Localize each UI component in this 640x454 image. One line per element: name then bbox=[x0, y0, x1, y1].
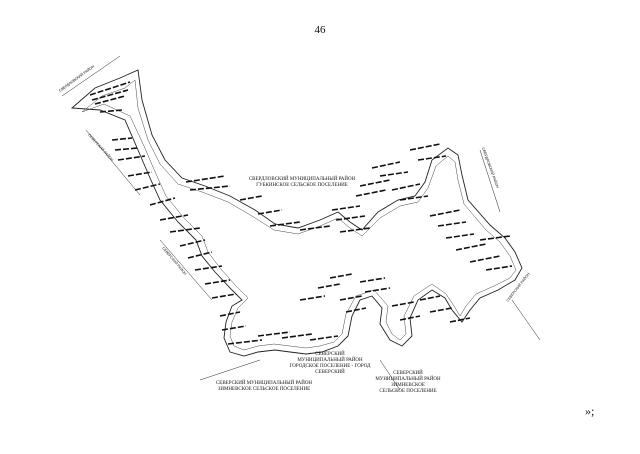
label-bottom-right-line1: СЕВЕРСКИЙ bbox=[393, 370, 423, 376]
label-town-line1: СЕВЕРСКИЙ bbox=[315, 351, 345, 357]
boundary-line bbox=[70, 69, 523, 357]
label-bottom-right-line3: ЗИМНЕВСКОЕ bbox=[391, 383, 425, 388]
label-gubkinsky-line1: СВЕРДЛОВСКИЙ МУНИЦИПАЛЬНЫЙ РАЙОН bbox=[249, 176, 356, 182]
label-bottom-right-line4: СЕЛЬСКОЕ ПОСЕЛЕНИЕ bbox=[379, 389, 436, 394]
footer-mark: »; bbox=[585, 404, 595, 418]
svg-text:СЕВЕРСКИЙ РАЙОН: СЕВЕРСКИЙ РАЙОН bbox=[506, 272, 531, 303]
label-bottom-left: СЕВЕРСКИЙ МУНИЦИПАЛЬНЫЙ РАЙОН ЗИМНЕВСКОЕ… bbox=[216, 380, 312, 392]
label-town-line2: МУНИЦИПАЛЬНЫЙ РАЙОН bbox=[297, 357, 363, 363]
svg-text:СЕВЕРСКИЙ РАЙОН: СЕВЕРСКИЙ РАЙОН bbox=[161, 246, 187, 276]
label-bottom-left-line2: ЗИМНЕВСКОЕ СЕЛЬСКОЕ ПОСЕЛЕНИЕ bbox=[218, 387, 310, 392]
label-bottom-left-line1: СЕВЕРСКИЙ МУНИЦИПАЛЬНЫЙ РАЙОН bbox=[216, 380, 312, 386]
label-bottom-right-line2: МУНИЦИПАЛЬНЫЙ РАЙОН bbox=[375, 376, 441, 382]
page-number: 46 bbox=[314, 24, 326, 36]
svg-text:СЕВЕРСКИЙ РАЙОН: СЕВЕРСКИЙ РАЙОН bbox=[87, 133, 114, 162]
coordinate-labels bbox=[89, 81, 513, 345]
svg-text:СВЕРДЛОВСКИЙ РАЙОН: СВЕРДЛОВСКИЙ РАЙОН bbox=[58, 64, 95, 93]
leader-line-top-left bbox=[61, 55, 121, 97]
label-town-line3: ГОРОДСКОЕ ПОСЕЛЕНИЕ - ГОРОД bbox=[290, 364, 372, 369]
label-gubkinsky-line2: ГУБКИНСКОЕ СЕЛЬСКОЕ ПОСЕЛЕНИЕ bbox=[256, 183, 348, 188]
label-town: СЕВЕРСКИЙ МУНИЦИПАЛЬНЫЙ РАЙОН ГОРОДСКОЕ … bbox=[290, 351, 372, 375]
label-gubkinsky: СВЕРДЛОВСКИЙ МУНИЦИПАЛЬНЫЙ РАЙОН ГУБКИНС… bbox=[249, 176, 356, 188]
label-town-line4: СЕВЕРСКИЙ bbox=[315, 369, 345, 375]
label-bottom-right: СЕВЕРСКИЙ МУНИЦИПАЛЬНЫЙ РАЙОН ЗИМНЕВСКОЕ… bbox=[375, 370, 441, 394]
